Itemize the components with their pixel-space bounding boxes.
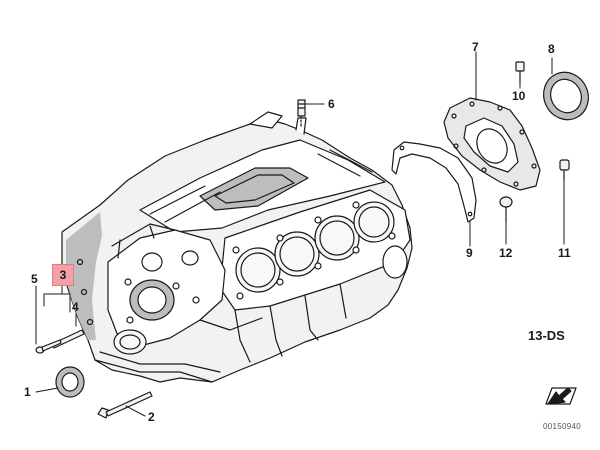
part-8-seal xyxy=(543,71,589,121)
callout-2: 2 xyxy=(148,410,155,424)
part-9-gasket xyxy=(391,141,477,223)
part-7-rear-cover xyxy=(443,97,541,191)
callout-9: 9 xyxy=(466,246,473,260)
part-5-screw xyxy=(35,339,62,354)
callout-3-highlighted: 3 xyxy=(52,264,74,286)
part-1-seal-ring xyxy=(55,366,85,398)
part-11-plug xyxy=(559,159,570,181)
image-code: 00150940 xyxy=(543,422,581,431)
callout-1: 1 xyxy=(24,385,31,399)
part-2-bolt xyxy=(97,391,153,419)
callout-6: 6 xyxy=(328,97,335,111)
callout-7: 7 xyxy=(472,40,479,54)
engine-block xyxy=(61,111,413,383)
part-12-sleeve xyxy=(499,196,513,223)
direction-arrow-icon xyxy=(545,387,577,405)
callout-8: 8 xyxy=(548,42,555,56)
callout-4: 4 xyxy=(72,300,79,314)
callout-12: 12 xyxy=(499,246,513,260)
callout-10: 10 xyxy=(512,89,526,103)
callout-11: 11 xyxy=(558,246,571,260)
diagram-reference-code: 13-DS xyxy=(528,328,565,343)
part-6-dowel xyxy=(297,99,306,129)
leader-lines xyxy=(35,51,565,417)
callout-5: 5 xyxy=(31,272,38,286)
